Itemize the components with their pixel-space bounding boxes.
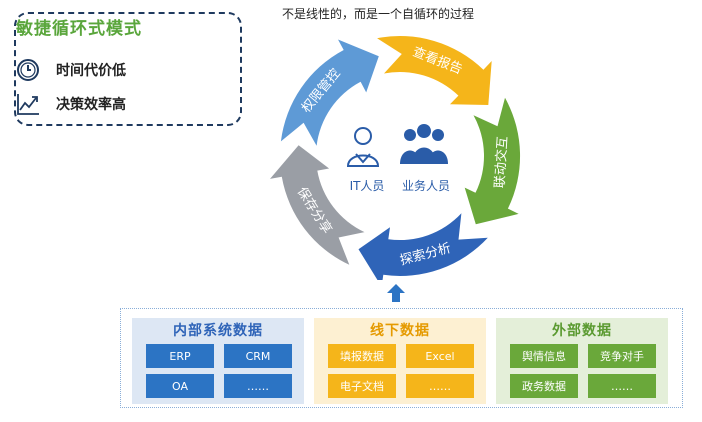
cycle-segment-arrow xyxy=(280,39,379,146)
source-chip: …… xyxy=(224,374,292,398)
source-chip: CRM xyxy=(224,344,292,368)
up-arrow-icon xyxy=(387,284,405,302)
trend-chart-icon xyxy=(17,94,39,115)
source-chip: OA xyxy=(146,374,214,398)
source-chip: 填报数据 xyxy=(328,344,396,368)
legend-title: 敏捷循环式模式 xyxy=(16,19,142,39)
cycle-segment-arrow xyxy=(464,97,521,225)
legend-label-time-cost: 时间代价低 xyxy=(56,63,126,79)
cycle-segment-arrow xyxy=(377,35,492,105)
it-person-icon xyxy=(346,127,380,167)
source-group-offline: 线下数据 填报数据 Excel 电子文档 …… xyxy=(314,318,486,404)
legend-item-decision-efficiency: 决策效率高 xyxy=(16,92,126,116)
source-chip: 舆情信息 xyxy=(510,344,578,368)
clock-icon xyxy=(17,59,39,81)
source-chip: …… xyxy=(406,374,474,398)
role-label-business: 业务人员 xyxy=(402,178,450,193)
legend-box xyxy=(14,12,242,126)
source-group-external: 外部数据 舆情信息 竞争对手 政务数据 …… xyxy=(496,318,668,404)
source-chip: 政务数据 xyxy=(510,374,578,398)
legend-item-time-cost: 时间代价低 xyxy=(16,58,126,82)
business-people-icon xyxy=(400,124,448,164)
source-chip: ERP xyxy=(146,344,214,368)
diagram-caption: 不是线性的，而是一个自循环的过程 xyxy=(282,7,475,21)
source-chip: Excel xyxy=(406,344,474,368)
source-group-title: 内部系统数据 xyxy=(173,323,263,339)
cycle-segment-label: 联动交互 xyxy=(492,136,511,189)
source-chip: …… xyxy=(588,374,656,398)
legend-label-decision-efficiency: 决策效率高 xyxy=(56,97,126,113)
source-group-title: 线下数据 xyxy=(370,323,430,339)
cycle-segment-arrow xyxy=(358,213,488,280)
source-group-title: 外部数据 xyxy=(552,323,612,339)
data-sources-panel xyxy=(120,308,683,408)
source-chip: 竞争对手 xyxy=(588,344,656,368)
role-label-it: IT人员 xyxy=(350,179,385,193)
cycle-segment-arrow xyxy=(270,145,365,265)
source-group-internal: 内部系统数据 ERP CRM OA …… xyxy=(132,318,304,404)
source-chip: 电子文档 xyxy=(328,374,396,398)
